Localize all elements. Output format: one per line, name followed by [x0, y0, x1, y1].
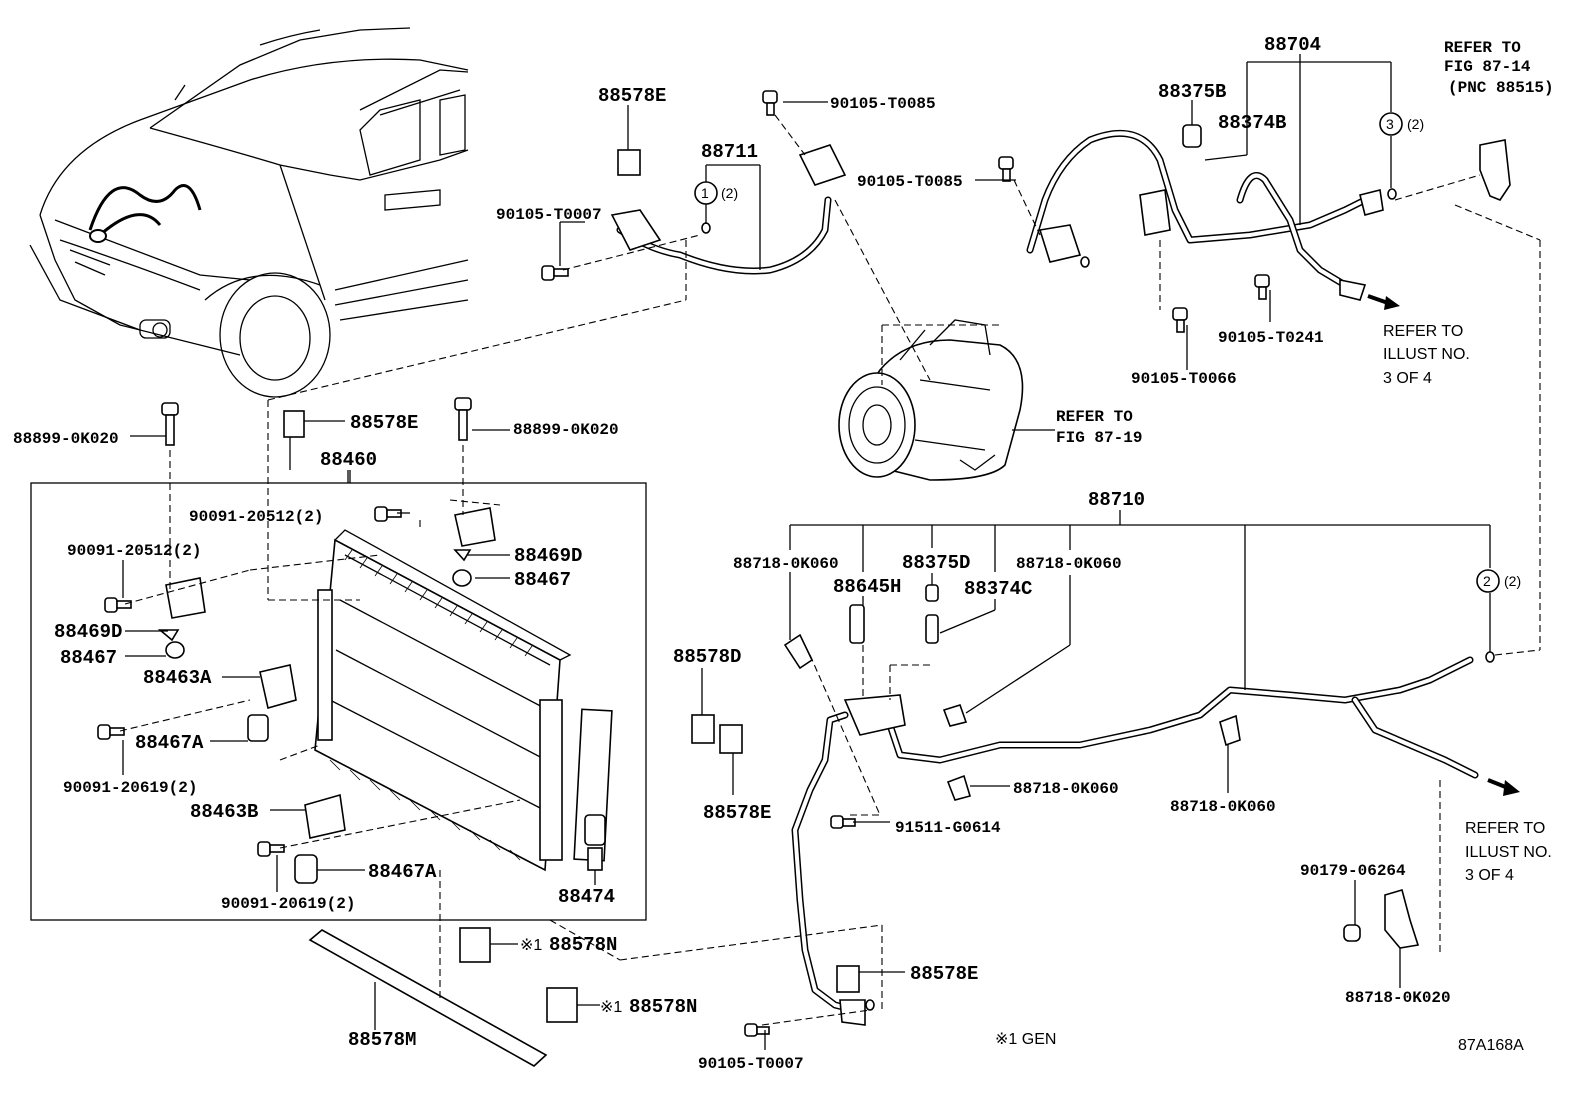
label-90091-20619-a: 90091-20619(2)	[63, 779, 197, 797]
note-mark-a: ※1	[520, 937, 542, 954]
gen-footnote: ※1 GEN	[995, 1031, 1056, 1048]
circle-2-qty: (2)	[1504, 573, 1521, 589]
compressor	[838, 319, 1024, 481]
label-88474: 88474	[558, 886, 615, 908]
label-88578e-mid: 88578E	[350, 412, 418, 434]
circle-2-label: 2	[1483, 573, 1491, 589]
label-90105-t0007-bottom: 90105-T0007	[698, 1055, 804, 1073]
refer-illust-a-line2: ILLUST NO.	[1383, 346, 1470, 363]
label-90105-t0007-top: 90105-T0007	[496, 206, 602, 224]
label-88718-0k060-d: 88718-0K060	[1170, 798, 1276, 816]
circle-3-qty: (2)	[1407, 116, 1424, 132]
label-88578e-bottom: 88578E	[910, 963, 978, 985]
refer-illust-b-line1: REFER TO	[1465, 820, 1545, 837]
label-88375d: 88375D	[902, 552, 970, 574]
label-88469d-left: 88469D	[54, 621, 122, 643]
bolt-icons	[97, 90, 1361, 1037]
refer-fig-87-14-line1: REFER TO	[1444, 39, 1521, 57]
label-88467a-bottom: 88467A	[368, 861, 437, 883]
condenser-assembly	[30, 470, 647, 921]
label-88375b: 88375B	[1158, 81, 1226, 103]
refer-arrows	[1367, 294, 1520, 796]
label-88899-0k020-left: 88899-0K020	[13, 430, 119, 448]
label-90105-t0241: 90105-T0241	[1218, 329, 1324, 347]
label-88718-0k060-c: 88718-0K060	[1013, 780, 1119, 798]
label-88469d-right: 88469D	[514, 545, 582, 567]
label-88463b: 88463B	[190, 801, 258, 823]
refer-fig-87-14-line2: FIG 87-14	[1444, 58, 1531, 76]
cushion-pads	[283, 124, 1202, 1067]
label-90179-06264: 90179-06264	[1300, 862, 1406, 880]
label-88711: 88711	[701, 141, 758, 163]
label-88718-0k060-b: 88718-0K060	[1016, 555, 1122, 573]
label-88578n-b: 88578N	[629, 996, 697, 1018]
label-88374c: 88374C	[964, 578, 1032, 600]
label-88718-0k020: 88718-0K020	[1345, 989, 1451, 1007]
label-88704: 88704	[1264, 34, 1321, 56]
label-88578d: 88578D	[673, 646, 741, 668]
part-labels: 88704 88375B 88374B REFER TO FIG 87-14 (…	[13, 34, 1554, 1073]
label-88578m: 88578M	[348, 1029, 416, 1051]
clamps	[783, 139, 1511, 949]
label-88463a: 88463A	[143, 667, 212, 689]
label-88467-right: 88467	[514, 569, 571, 591]
label-88460: 88460	[320, 449, 377, 471]
label-88374b: 88374B	[1218, 112, 1286, 134]
label-88578e-low: 88578E	[703, 802, 771, 824]
label-88467a-left: 88467A	[135, 732, 204, 754]
vehicle-illustration	[29, 27, 469, 398]
refer-fig-87-19-line1: REFER TO	[1056, 408, 1133, 426]
refer-fig-87-19-line2: FIG 87-19	[1056, 429, 1142, 447]
refer-illust-a-line1: REFER TO	[1383, 323, 1463, 340]
refer-illust-b-line2: ILLUST NO.	[1465, 844, 1552, 861]
label-88899-0k020-right: 88899-0K020	[513, 421, 619, 439]
label-88710: 88710	[1088, 489, 1145, 511]
label-90091-20619-b: 90091-20619(2)	[221, 895, 355, 913]
label-90105-t0085-a: 90105-T0085	[830, 95, 936, 113]
circle-3-label: 3	[1386, 116, 1394, 132]
label-88578e-top: 88578E	[598, 85, 666, 107]
label-90105-t0066: 90105-T0066	[1131, 370, 1237, 388]
leader-lines	[122, 54, 1491, 1050]
label-91511-g0614: 91511-G0614	[895, 819, 1001, 837]
refer-fig-87-14-line3: (PNC 88515)	[1448, 79, 1554, 97]
label-88718-0k060-a: 88718-0K060	[733, 555, 839, 573]
refrigerant-hoses	[610, 129, 1479, 1026]
refer-illust-a-line3: 3 OF 4	[1383, 370, 1432, 387]
label-88578n-a: 88578N	[549, 934, 617, 956]
label-88467-left: 88467	[60, 647, 117, 669]
label-88645h: 88645H	[833, 576, 901, 598]
label-90091-20512-top: 90091-20512(2)	[189, 508, 323, 526]
label-90091-20512-left: 90091-20512(2)	[67, 542, 201, 560]
circle-1-qty: (2)	[721, 185, 738, 201]
refer-illust-b-line3: 3 OF 4	[1465, 867, 1514, 884]
label-90105-t0085-b: 90105-T0085	[857, 173, 963, 191]
note-mark-b: ※1	[600, 999, 622, 1016]
dashed-reference-lines	[119, 114, 1541, 1026]
figure-code: 87A168A	[1458, 1037, 1524, 1054]
circle-1-label: 1	[701, 185, 709, 201]
